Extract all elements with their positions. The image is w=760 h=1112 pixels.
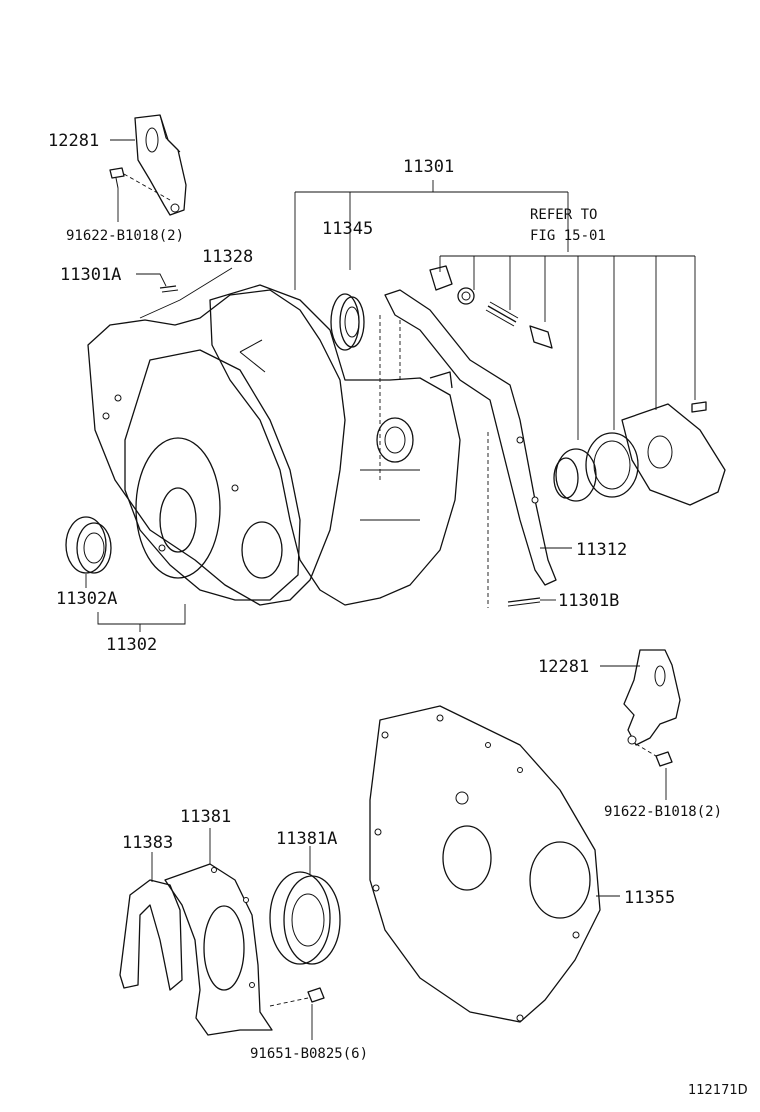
label-11381: 11381 bbox=[180, 807, 231, 827]
label-refer-line2: FIG 15-01 bbox=[530, 228, 606, 244]
bracket-12281-mid bbox=[623, 649, 681, 746]
label-11328: 11328 bbox=[202, 247, 253, 267]
part-11381A-seal bbox=[269, 871, 341, 965]
bracket-12281-top bbox=[134, 114, 187, 216]
bolt-91622-top bbox=[109, 167, 171, 201]
label-11301: 11301 bbox=[403, 157, 454, 177]
part-11301-case bbox=[209, 284, 461, 606]
part-11312-gasket bbox=[384, 289, 557, 586]
part-11328-gasket bbox=[87, 289, 346, 606]
label-12281-mid: 12281 bbox=[538, 657, 589, 677]
refer-group-parts bbox=[429, 265, 707, 413]
label-91651: 91651-B0825(6) bbox=[250, 1046, 368, 1062]
figure-id: 112171D bbox=[688, 1083, 748, 1098]
label-11301A: 11301A bbox=[60, 265, 121, 285]
gear-assembly bbox=[553, 403, 726, 506]
part-11302-timing-cover bbox=[102, 349, 301, 601]
label-11301B: 11301B bbox=[558, 591, 619, 611]
part-11302A-seal bbox=[65, 516, 112, 574]
label-91622-mid: 91622-B1018(2) bbox=[604, 804, 722, 820]
label-refer-line1: REFER TO bbox=[530, 207, 597, 223]
label-11312: 11312 bbox=[576, 540, 627, 560]
bolt-91622-mid bbox=[635, 743, 673, 767]
bolt-91651 bbox=[269, 987, 325, 1007]
label-11302A: 11302A bbox=[56, 589, 117, 609]
part-11345-seal bbox=[330, 293, 365, 351]
part-11355-plate bbox=[369, 705, 601, 1023]
label-11381A: 11381A bbox=[276, 829, 337, 849]
label-12281-top: 12281 bbox=[48, 131, 99, 151]
label-91622-top: 91622-B1018(2) bbox=[66, 228, 184, 244]
part-11381-retainer bbox=[164, 863, 273, 1036]
label-11302: 11302 bbox=[106, 635, 157, 655]
part-11383-gasket bbox=[119, 879, 183, 991]
label-11345: 11345 bbox=[322, 219, 373, 239]
label-11383: 11383 bbox=[122, 833, 173, 853]
label-11355: 11355 bbox=[624, 888, 675, 908]
